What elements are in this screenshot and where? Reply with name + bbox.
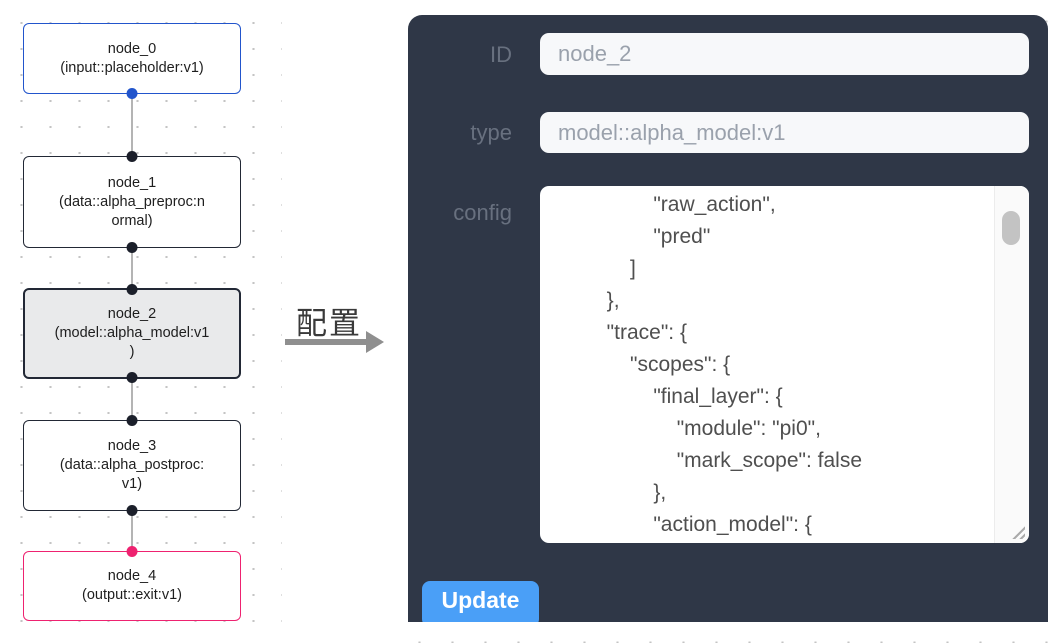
node-label-line: node_0 — [107, 40, 157, 57]
config-label: config — [453, 200, 512, 225]
config-scrollbar-thumb[interactable] — [1002, 211, 1020, 245]
node-label-line: ormal) — [111, 212, 153, 229]
transition-arrow-head-icon — [366, 331, 384, 353]
node-bottom-handle[interactable] — [126, 372, 138, 383]
id-input[interactable] — [540, 33, 1029, 75]
flow-node-node_2[interactable]: node_2(model::alpha_model:v1) — [23, 284, 241, 383]
node-bottom-handle[interactable] — [126, 505, 138, 516]
id-label: ID — [490, 42, 512, 67]
node-label-line: node_3 — [107, 438, 157, 454]
node-bottom-handle[interactable] — [126, 88, 138, 99]
node-config-panel: ID type config "raw_action", "pred" ] },… — [408, 15, 1048, 622]
node-label-line: (data::alpha_preproc:n — [59, 193, 205, 210]
node-label-line: (model::alpha_model:v1 — [54, 325, 210, 341]
update-button[interactable]: Update — [422, 581, 539, 622]
resize-handle-icon[interactable] — [1011, 525, 1025, 539]
node-top-handle[interactable] — [126, 546, 138, 557]
flow-node-node_3[interactable]: node_3(data::alpha_postproc:v1) — [23, 415, 241, 516]
node-top-handle[interactable] — [126, 415, 138, 426]
node-top-handle[interactable] — [126, 284, 138, 295]
config-textarea[interactable]: "raw_action", "pred" ] }, "trace": { "sc… — [540, 186, 1029, 543]
type-label: type — [470, 120, 512, 145]
node-label-line: node_2 — [107, 306, 157, 322]
config-json-text: "raw_action", "pred" ] }, "trace": { "sc… — [606, 193, 863, 536]
node-bottom-handle[interactable] — [126, 242, 138, 253]
node-label-line: node_1 — [107, 174, 157, 191]
node-label-line: v1) — [121, 476, 143, 492]
config-scrollbar-track[interactable] — [994, 186, 1029, 543]
node-label-line: (input::placeholder:v1) — [60, 59, 204, 76]
flow-node-node_4[interactable]: node_4(output::exit:v1) — [23, 546, 241, 621]
node-label-line: ) — [129, 344, 135, 360]
transition-arrow-icon — [285, 339, 366, 345]
node-label-line: node_4 — [107, 568, 157, 584]
node-label-line: (data::alpha_postproc: — [59, 457, 205, 473]
node-label-line: (output::exit:v1) — [82, 587, 182, 603]
node-top-handle[interactable] — [126, 151, 138, 162]
transition-label: 配置 — [296, 306, 362, 341]
type-input[interactable] — [540, 112, 1029, 153]
flow-node-node_0[interactable]: node_0(input::placeholder:v1) — [23, 23, 241, 99]
